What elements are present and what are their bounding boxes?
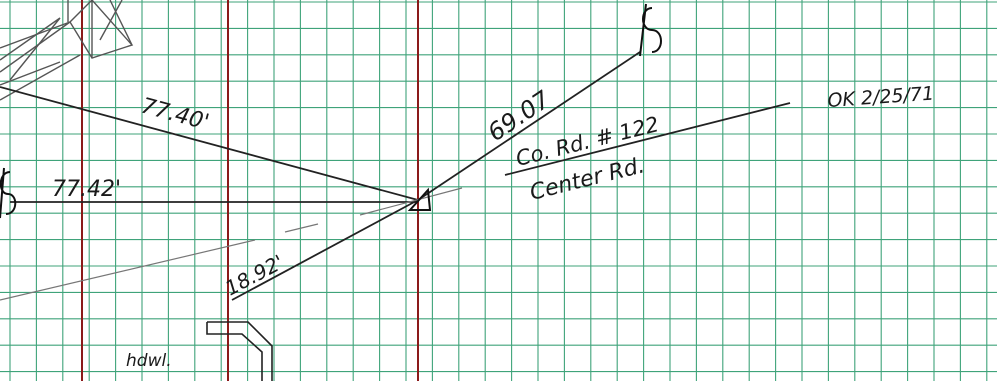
property-line-symbol-icon — [639, 3, 662, 57]
distance-label-left: 77.42' — [52, 177, 121, 202]
triangle-station-icon — [407, 187, 432, 211]
tower-structure-sketch — [0, 0, 134, 101]
headwall-icon — [206, 321, 273, 381]
pencil-reference-lines — [0, 187, 463, 301]
line-upper-right — [417, 51, 641, 201]
line-upper-left — [0, 86, 419, 201]
headwall-note-label: hdwl. — [126, 351, 172, 371]
property-line-symbol-icon — [0, 167, 17, 219]
line-lower — [231, 199, 419, 301]
road-line — [504, 102, 791, 176]
red-ruling-lines — [81, 0, 419, 381]
survey-lines — [0, 51, 791, 301]
